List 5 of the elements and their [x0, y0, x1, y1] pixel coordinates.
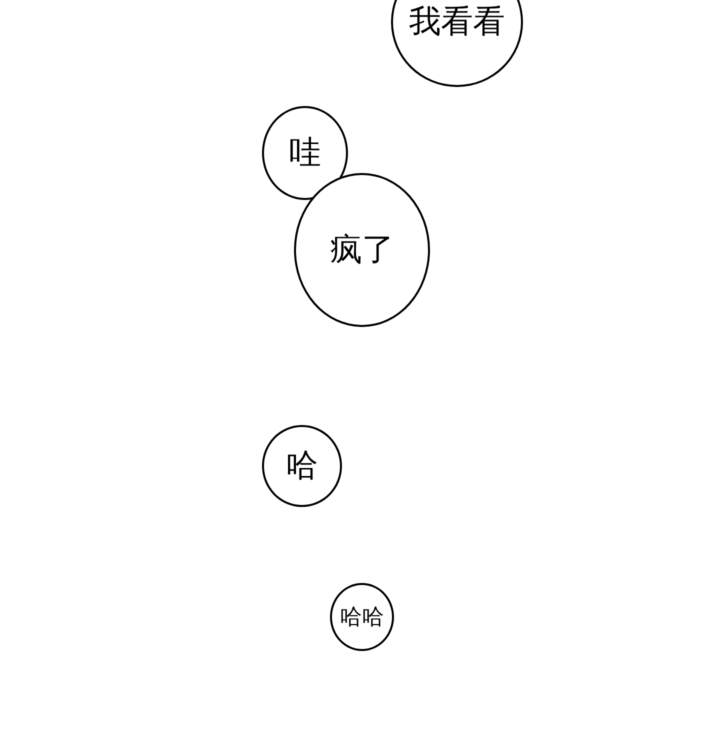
bubble-text: 哇 [289, 132, 321, 173]
bubble-text: 哈哈 [340, 604, 384, 632]
bubble-text: 疯了 [330, 229, 394, 270]
bubble-text: 哈 [286, 445, 318, 486]
bubble-text: 我看看 [409, 1, 505, 42]
